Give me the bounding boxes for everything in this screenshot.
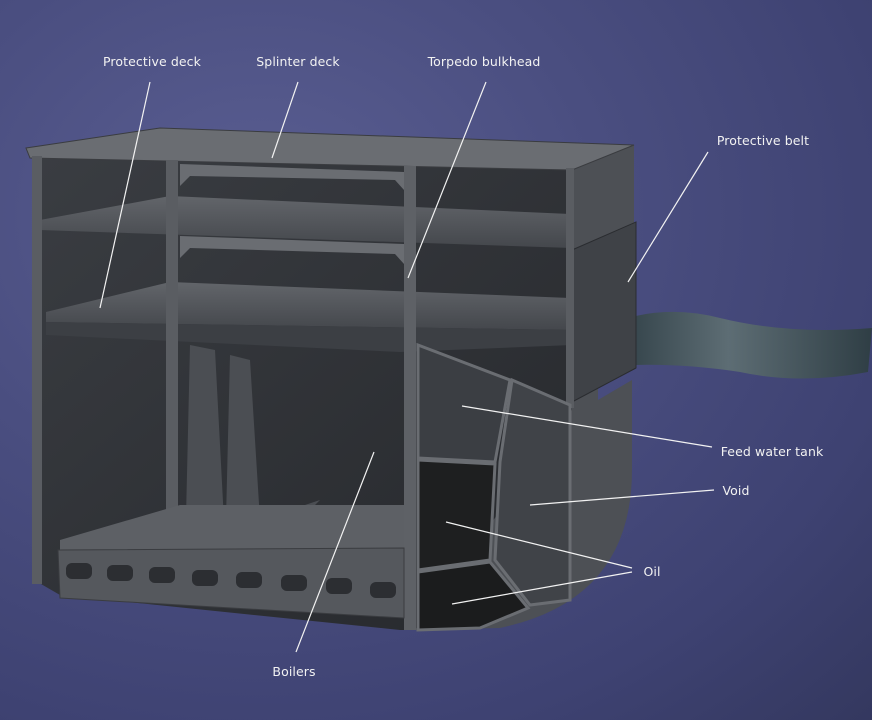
double-bottom-openings: [66, 563, 396, 598]
boiler-room-floor: [60, 505, 404, 550]
leader-torpedo-bulkhead: [407, 81, 487, 279]
girder-upper: [180, 164, 404, 190]
feed-water-tank-shape: [416, 342, 512, 464]
girder-lower: [180, 236, 404, 264]
torpedo-bulkhead-plate: [404, 166, 416, 630]
leader-protective-deck: [99, 81, 151, 309]
oil-tank-upper: [416, 458, 497, 572]
label-torpedo-bulkhead: Torpedo bulkhead: [427, 54, 541, 69]
label-protective-deck: Protective deck: [103, 54, 201, 69]
bulkhead-centre: [166, 160, 178, 560]
leader-feed-water-tank: [461, 405, 713, 448]
upper-deck: [25, 127, 635, 171]
bulkhead-right: [566, 168, 574, 408]
label-feed-water-tank: Feed water tank: [720, 444, 824, 459]
protective-belt-armour: [571, 221, 637, 403]
sea-water: [585, 311, 872, 379]
label-protective-belt: Protective belt: [716, 133, 810, 148]
label-void: Void: [722, 483, 750, 498]
bulkhead-left: [32, 156, 42, 584]
oil-tank-lower: [416, 560, 531, 632]
leader-void: [529, 489, 715, 506]
leader-oil-lower: [451, 571, 633, 605]
leader-protective-belt: [627, 151, 709, 283]
label-boilers: Boilers: [272, 664, 316, 679]
double-bottom: [57, 547, 405, 619]
label-oil: Oil: [643, 564, 661, 579]
void-shape: [493, 377, 572, 607]
leader-splinter-deck: [271, 81, 299, 159]
label-splinter-deck: Splinter deck: [256, 54, 340, 69]
leader-oil-upper: [445, 521, 633, 569]
leader-boilers: [295, 451, 375, 653]
